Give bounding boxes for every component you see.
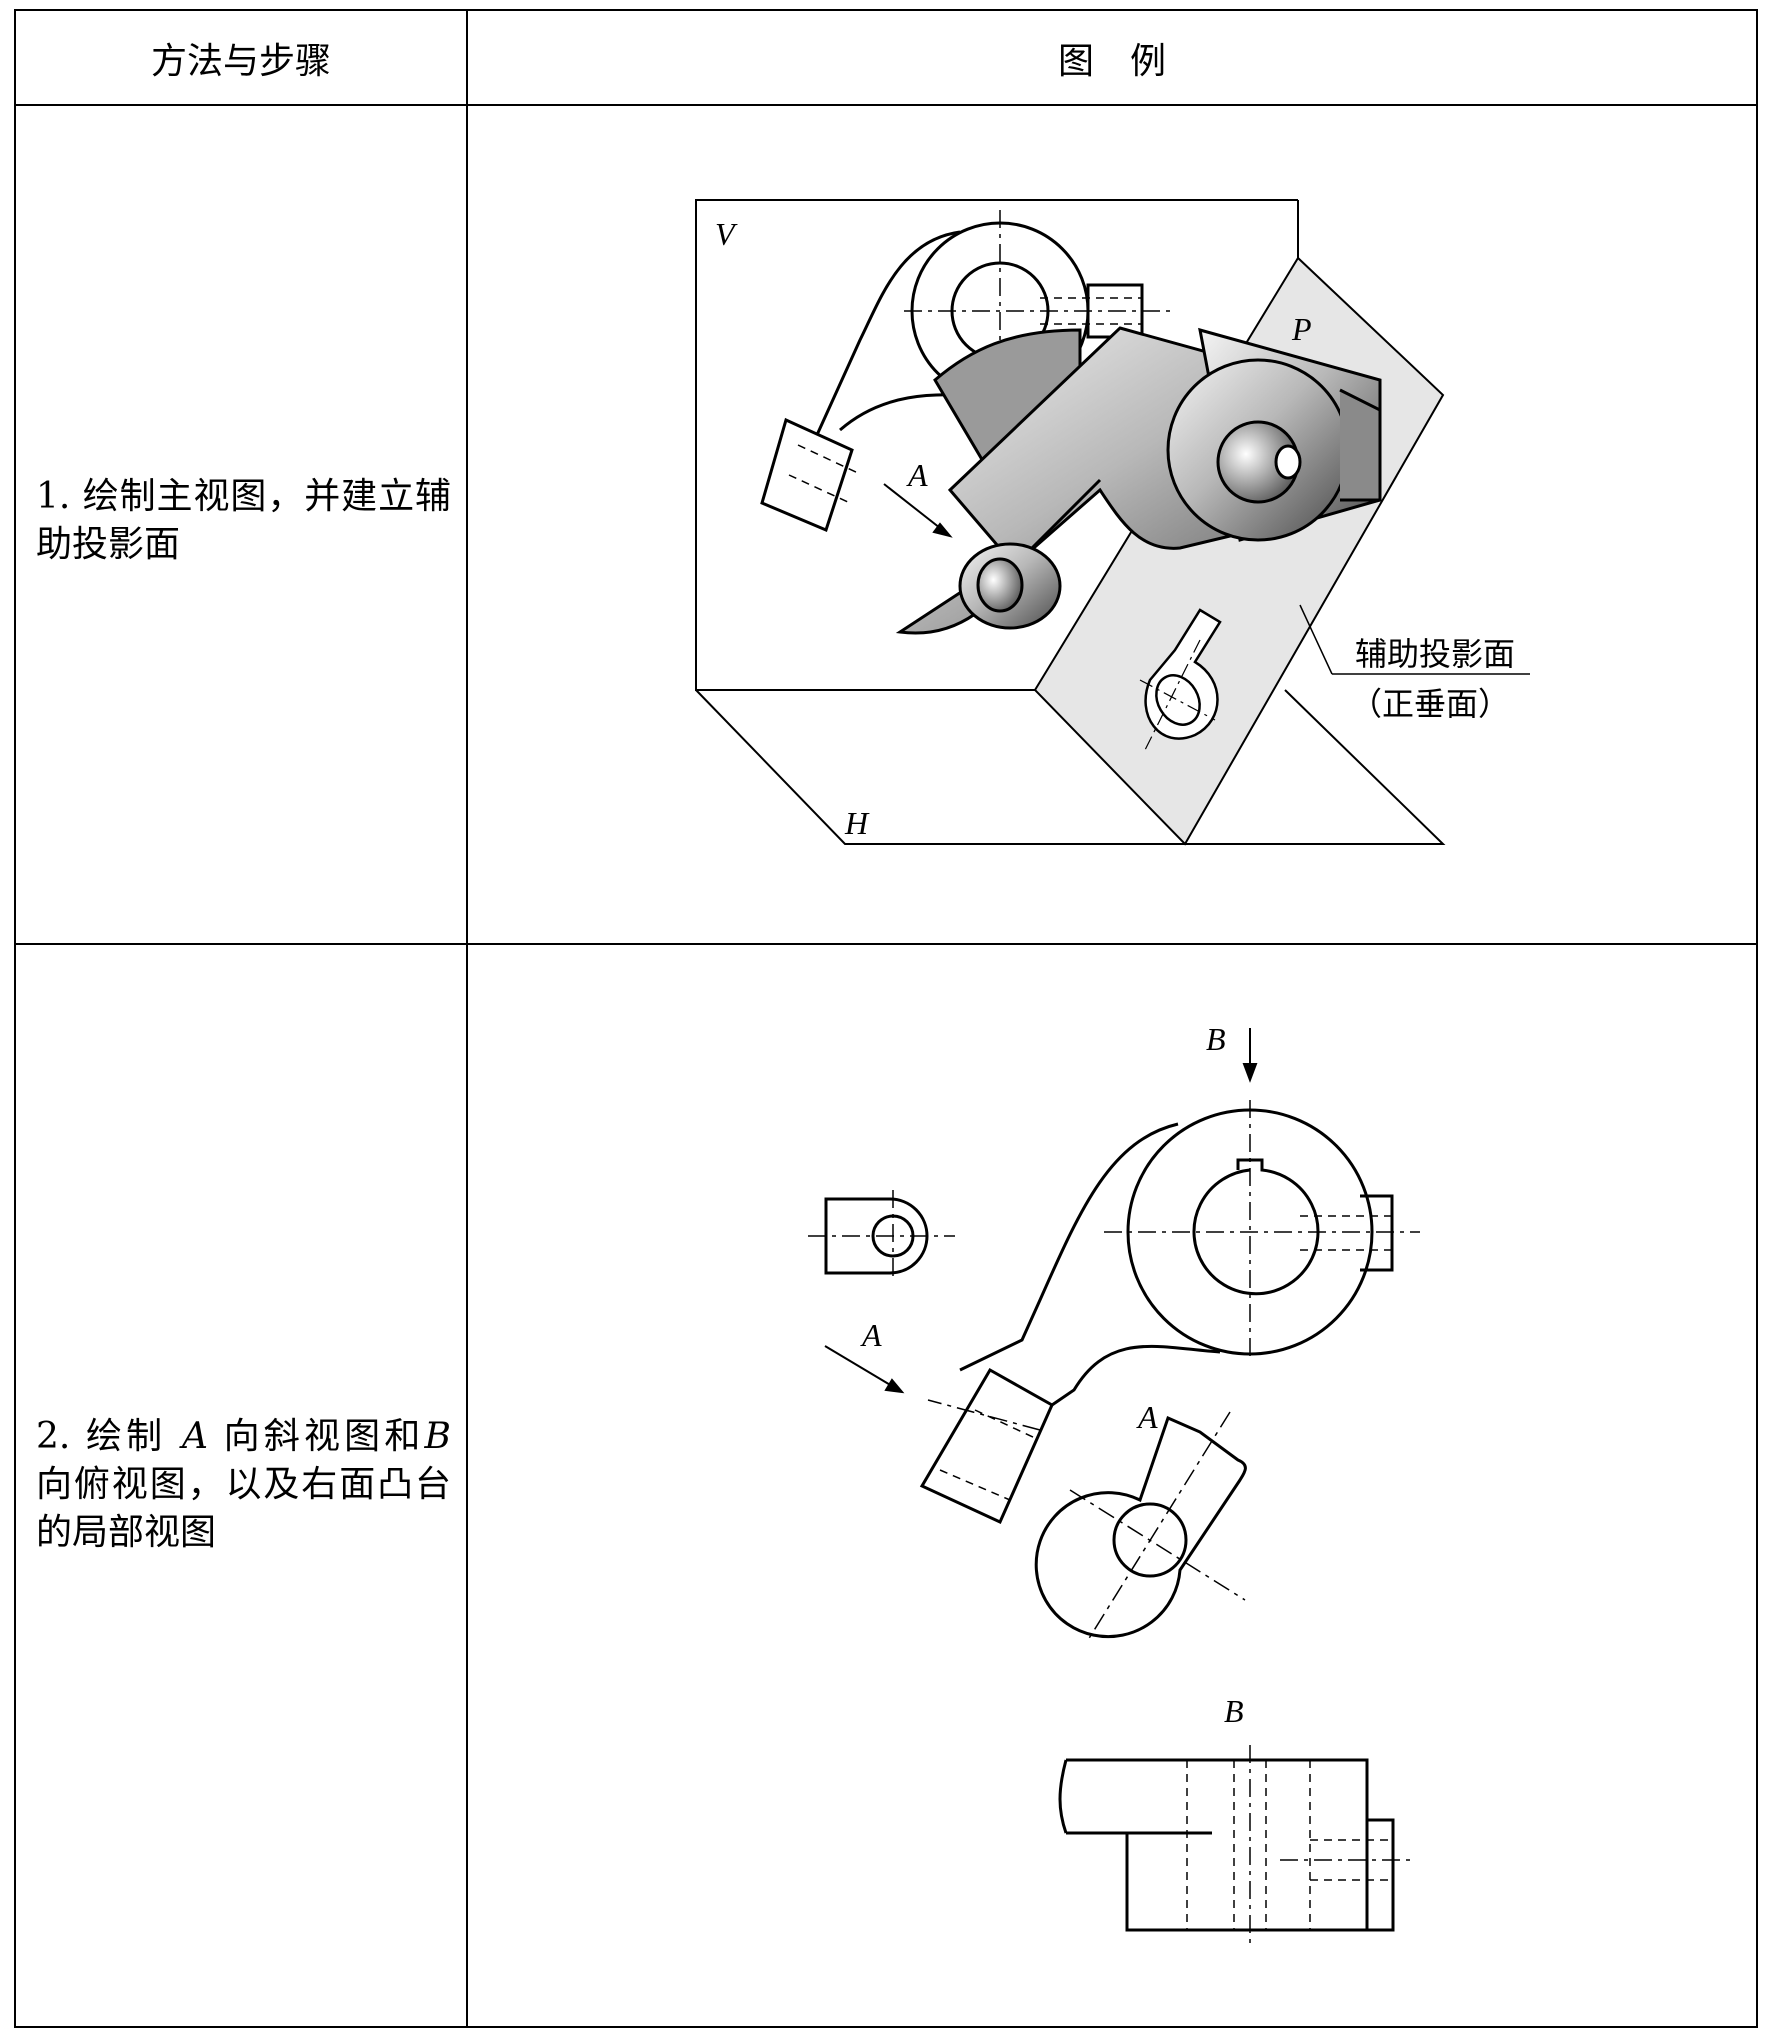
row-divider bbox=[16, 943, 1756, 945]
label-a-1: A bbox=[906, 457, 928, 493]
label-h-plane: H bbox=[844, 805, 870, 841]
arrow-a-1 bbox=[883, 483, 953, 538]
arrow-a-2 bbox=[824, 1345, 905, 1394]
step-2-text: 2. 绘制 A 向斜视图和B 向俯视图，以及右面凸台的局部视图 bbox=[36, 1416, 451, 1553]
header-divider bbox=[16, 104, 1756, 106]
label-aux-plane: 辅助投影面 bbox=[1355, 635, 1515, 673]
arrow-b bbox=[1242, 1028, 1258, 1083]
step-1-text: 1. 绘制主视图，并建立辅助投影面 bbox=[36, 476, 451, 565]
method-table: 方法与步骤 图 例 1. 绘制主视图，并建立辅助投影面 2. 绘制 A 向斜视图… bbox=[14, 9, 1758, 2028]
header-illustration: 图 例 bbox=[1057, 40, 1166, 82]
label-aux-plane-note: （正垂面） bbox=[1350, 685, 1510, 723]
header-steps: 方法与步骤 bbox=[150, 40, 331, 82]
label-b-view: B bbox=[1224, 1693, 1244, 1729]
part-3d bbox=[895, 326, 1382, 635]
h-plane bbox=[695, 689, 1446, 845]
label-a-view: A bbox=[1136, 1399, 1158, 1435]
b-view bbox=[1058, 1758, 1395, 1932]
main-view bbox=[824, 1108, 1394, 1524]
column-divider bbox=[466, 11, 468, 2026]
label-v-plane: V bbox=[715, 216, 738, 252]
a-view bbox=[1034, 1415, 1247, 1639]
v-plane bbox=[695, 199, 1298, 691]
label-p-plane: P bbox=[1291, 311, 1312, 347]
label-a-arrow: A bbox=[860, 1317, 882, 1353]
label-b-arrow: B bbox=[1206, 1021, 1226, 1057]
